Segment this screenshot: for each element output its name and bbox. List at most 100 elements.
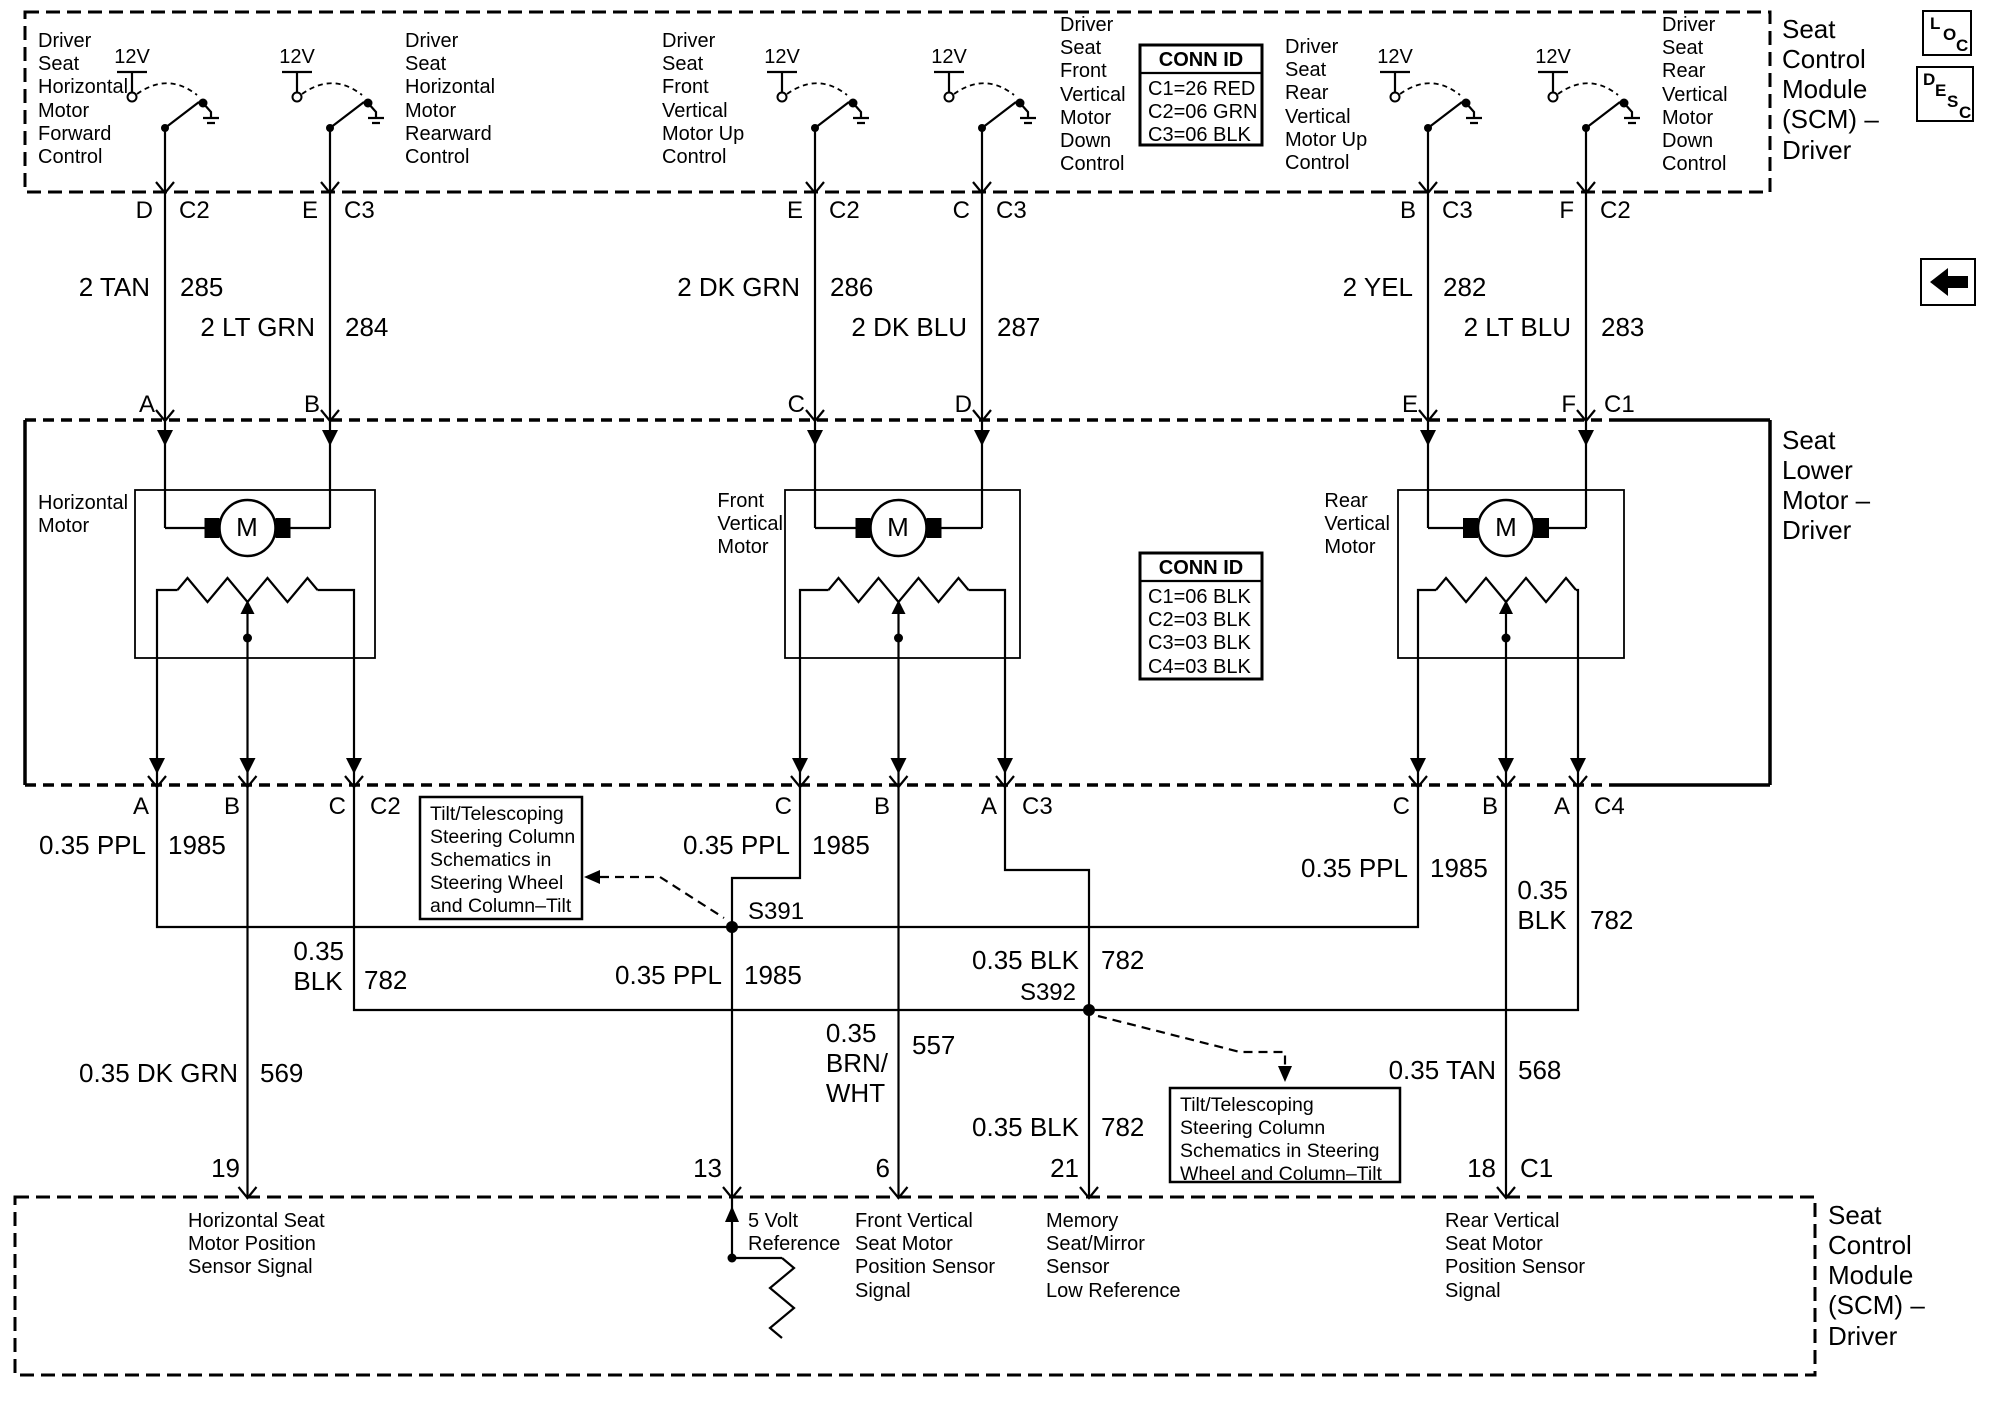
loc-letter: O <box>1943 25 1957 44</box>
motor-name: Rear Vertical Motor <box>1324 490 1390 559</box>
wire-spec: 0.35 BRN/ WHT <box>825 1018 888 1109</box>
pin-conn: C2 <box>1600 197 1631 224</box>
wire-circuit: 1985 <box>1430 853 1488 883</box>
wire-spec: 0.35 TAN <box>1388 1055 1496 1085</box>
bottom-scm-box <box>13 1195 1817 1377</box>
wire-circuit: 285 <box>180 272 224 302</box>
wire-circuit: 782 <box>1590 905 1634 935</box>
pin-letter: E <box>301 197 318 224</box>
supply-12v-label: 12V <box>764 46 800 68</box>
switch-label: Driver Seat Horizontal Motor Forward Con… <box>38 30 129 168</box>
pin-letter: C <box>952 197 970 224</box>
switch-symbols <box>117 70 1640 132</box>
desc-letter: S <box>1947 92 1959 111</box>
motor-symbol: M <box>236 512 258 542</box>
wire-spec: 0.35 PPL <box>683 830 790 860</box>
wire-spec: 2 DK BLU <box>851 312 967 342</box>
loc-button[interactable]: L O C <box>1922 10 1972 56</box>
wire-circuit: 782 <box>1101 1112 1145 1142</box>
switch-label: Driver Seat Front Vertical Motor Down Co… <box>1060 14 1126 176</box>
pin-number: 19 <box>211 1153 240 1183</box>
desc-letter: C <box>1959 103 1972 122</box>
pin-letter: D <box>954 391 972 418</box>
pin-letter: E <box>1401 391 1418 418</box>
scm-signal-label: Memory Seat/Mirror Sensor Low Reference <box>1046 1210 1181 1302</box>
motor-name: Front Vertical Motor <box>717 490 783 559</box>
desc-button[interactable]: D E S C <box>1916 66 1974 122</box>
switch-label: Driver Seat Rear Vertical Motor Down Con… <box>1662 14 1728 176</box>
pin-conn: C2 <box>829 197 860 224</box>
wire-circuit: 569 <box>260 1058 304 1088</box>
wire-spec: 0.35 PPL <box>615 960 722 990</box>
pin-conn: C3 <box>344 197 375 224</box>
loc-letter: C <box>1956 36 1969 55</box>
wire-spec: 0.35 DK GRN <box>79 1058 238 1088</box>
pin-conn: C1 <box>1520 1153 1554 1183</box>
splice-dots <box>726 921 1095 1016</box>
pin-conn: C4 <box>1594 793 1625 820</box>
conn-id-rows: C1=26 RED C2=06 GRN C3=06 BLK <box>1148 78 1258 147</box>
wire-circuit: 1985 <box>812 830 870 860</box>
callout-steering-note: Tilt/Telescoping Steering Column Schemat… <box>430 803 576 917</box>
pin-letter: A <box>1553 793 1570 820</box>
wire-spec: 2 DK GRN <box>677 272 800 302</box>
pin-letter: B <box>1481 793 1498 820</box>
back-button[interactable] <box>1920 258 1976 306</box>
top-wires <box>155 128 1596 528</box>
pin-letter: C <box>328 793 346 820</box>
loc-letter: L <box>1930 14 1941 33</box>
supply-12v-label: 12V <box>114 46 150 68</box>
motor-tabs <box>204 518 1549 538</box>
conn-id-title: CONN ID <box>1158 557 1244 579</box>
conn-id-title: CONN ID <box>1158 49 1244 71</box>
wire-circuit: 1985 <box>168 830 226 860</box>
pin-letter: F <box>1561 391 1576 418</box>
back-arrow-icon <box>1930 268 1968 296</box>
switch-label: Driver Seat Horizontal Motor Rearward Co… <box>405 30 496 168</box>
wire-circuit: 782 <box>364 965 408 995</box>
motor-symbol: M <box>887 512 909 542</box>
wire-spec: 0.35 BLK <box>293 936 344 997</box>
pin-letter: B <box>1399 197 1416 224</box>
pin-letter: C <box>1392 793 1410 820</box>
wire-spec: 0.35 PPL <box>39 830 146 860</box>
pin-number: 18 <box>1467 1153 1496 1183</box>
scm-signal-label: 5 Volt Reference <box>748 1210 841 1256</box>
pin-letter: F <box>1559 197 1574 224</box>
callout-graphics <box>418 795 1402 1184</box>
wire-circuit: 282 <box>1443 272 1487 302</box>
scm-signal-label: Rear Vertical Seat Motor Position Sensor… <box>1445 1210 1586 1302</box>
top-scm-box <box>23 10 1772 194</box>
pin-conn: C2 <box>370 793 401 820</box>
pin-conn: C3 <box>996 197 1027 224</box>
pin-conn: C3 <box>1022 793 1053 820</box>
supply-12v-label: 12V <box>931 46 967 68</box>
wire-circuit: 782 <box>1101 945 1145 975</box>
conn-id-boxes <box>1138 43 1264 681</box>
wire-spec: 2 TAN <box>78 272 150 302</box>
wire-spec: 0.35 BLK <box>972 1112 1079 1142</box>
wire-spec: 0.35 BLK <box>972 945 1079 975</box>
wire-spec: 2 YEL <box>1342 272 1413 302</box>
supply-12v-label: 12V <box>1535 46 1571 68</box>
pin-conn: C1 <box>1604 391 1635 418</box>
pin-number: 6 <box>875 1153 890 1183</box>
pin-conn: C3 <box>1442 197 1473 224</box>
splice-label: S392 <box>1019 979 1076 1006</box>
switch-label: Driver Seat Front Vertical Motor Up Cont… <box>662 30 745 168</box>
pin-number: 13 <box>693 1153 722 1183</box>
motor-name: Horizontal Motor <box>38 492 129 538</box>
top-scm-title: Seat Control Module (SCM) – Driver <box>1782 14 1879 165</box>
splice-label: S391 <box>748 898 805 925</box>
bottom-scm-title: Seat Control Module (SCM) – Driver <box>1828 1200 1925 1351</box>
desc-letter: D <box>1923 70 1936 89</box>
wire-circuit: 283 <box>1601 312 1645 342</box>
callout-steering-note: Tilt/Telescoping Steering Column Schemat… <box>1180 1094 1382 1185</box>
pin-letter: E <box>786 197 803 224</box>
wire-circuit: 568 <box>1518 1055 1562 1085</box>
wire-spec: 0.35 PPL <box>1301 853 1408 883</box>
supply-12v-label: 12V <box>1377 46 1413 68</box>
switch-label: Driver Seat Rear Vertical Motor Up Contr… <box>1285 36 1368 174</box>
